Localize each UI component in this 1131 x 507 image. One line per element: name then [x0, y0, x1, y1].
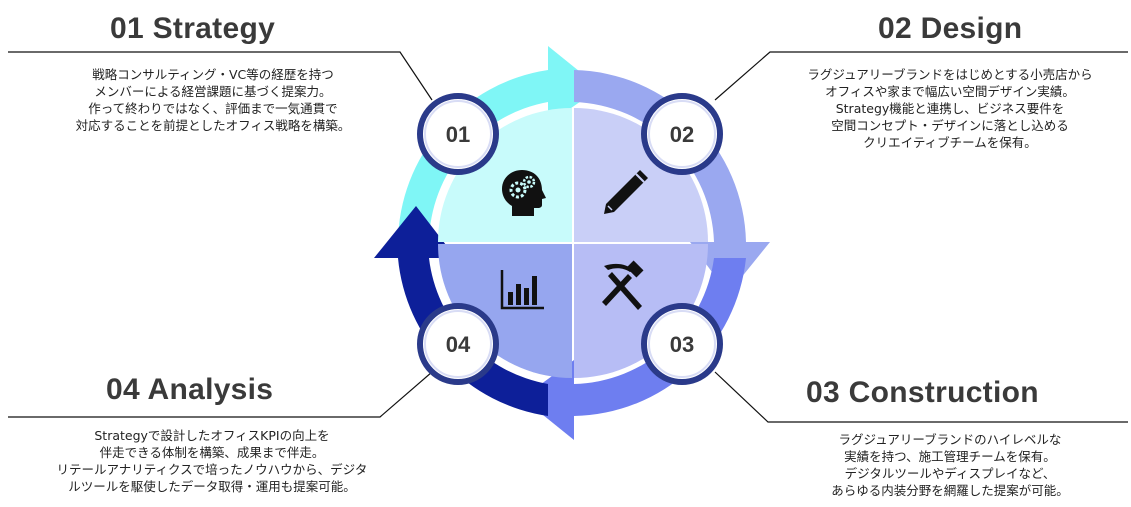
description-line: メンバーによる経営課題に基づく提案力。 [94, 84, 332, 99]
connector-line-02 [714, 51, 1128, 101]
description-line: 戦略コンサルティング・VC等の経歴を持つ [92, 67, 334, 82]
description-line: 実績を持つ、施工管理チームを保有。 [844, 449, 1056, 464]
hammer-pickaxe-icon [602, 260, 644, 310]
number-badge-03: 03 [641, 303, 723, 385]
connector-line-01 [8, 51, 433, 101]
description-line: Strategyで設計したオフィスKPIの向上を [94, 428, 330, 443]
number-badge-02: 02 [641, 93, 723, 175]
connector-line-04 [8, 371, 433, 418]
description-line: Strategy機能と連携し、ビジネス要件を [835, 101, 1065, 116]
number-badge-01: 01 [417, 93, 499, 175]
description-line: 伴走できる体制を構築、成果まで伴走。 [99, 445, 325, 460]
description-line: 対応することを前提としたオフィス戦略を構築。 [75, 118, 351, 133]
section-title-02: 02 Design [878, 12, 1023, 45]
quadrant-04 [438, 244, 572, 378]
badge-number-02: 02 [670, 122, 694, 147]
arrow-segment-01 [398, 46, 600, 242]
bar-chart-icon [500, 270, 544, 310]
description-line: 空間コンセプト・デザインに落とし込める [831, 118, 1069, 133]
quadrant-03 [574, 244, 708, 378]
description-line: ルツールを駆使したデータ取得・運用も提案可能。 [68, 479, 356, 494]
head-gears-icon [502, 170, 546, 216]
section-description-03: ラグジュアリーブランドのハイレベルな 実績を持つ、施工管理チームを保有。 デジタ… [790, 431, 1110, 499]
description-line: 作って終わりではなく、評価まで一気通貫で [88, 101, 338, 116]
description-line: オフィスや家まで幅広い空間デザイン実績。 [825, 84, 1075, 99]
cycle-arrow-ring [374, 46, 770, 440]
section-title-01: 01 Strategy [110, 12, 276, 45]
section-description-02: ラグジュアリーブランドをはじめとする小売店から オフィスや家まで幅広い空間デザイ… [780, 66, 1120, 151]
badge-number-04: 04 [446, 332, 471, 357]
arrow-segment-03 [522, 258, 746, 440]
section-title-03: 03 Construction [806, 376, 1039, 409]
description-line: ラグジュアリーブランドをはじめとする小売店から [807, 67, 1093, 82]
description-line: デジタルツールやディスプレイなど、 [844, 466, 1056, 481]
description-line: あらゆる内装分野を網羅した提案が可能。 [831, 483, 1069, 498]
section-description-01: 戦略コンサルティング・VC等の経歴を持つ メンバーによる経営課題に基づく提案力。… [48, 66, 378, 134]
pencil-icon [604, 170, 648, 214]
badge-number-03: 03 [670, 332, 694, 357]
section-description-04: Strategyで設計したオフィスKPIの向上を 伴走できる体制を構築、成果まで… [32, 427, 392, 495]
description-line: クリエイティブチームを保有。 [863, 135, 1037, 150]
badge-number-01: 01 [446, 122, 470, 147]
section-title-04: 04 Analysis [106, 373, 274, 406]
quadrant-01 [438, 108, 572, 242]
number-badge-04: 04 [417, 303, 499, 385]
arrow-segment-04 [374, 206, 548, 416]
arrow-segment-02 [574, 70, 770, 294]
description-line: リテールアナリティクスで培ったノウハウから、デジタ [56, 462, 368, 477]
connector-line-03 [714, 371, 1128, 423]
description-line: ラグジュアリーブランドのハイレベルな [838, 432, 1062, 447]
